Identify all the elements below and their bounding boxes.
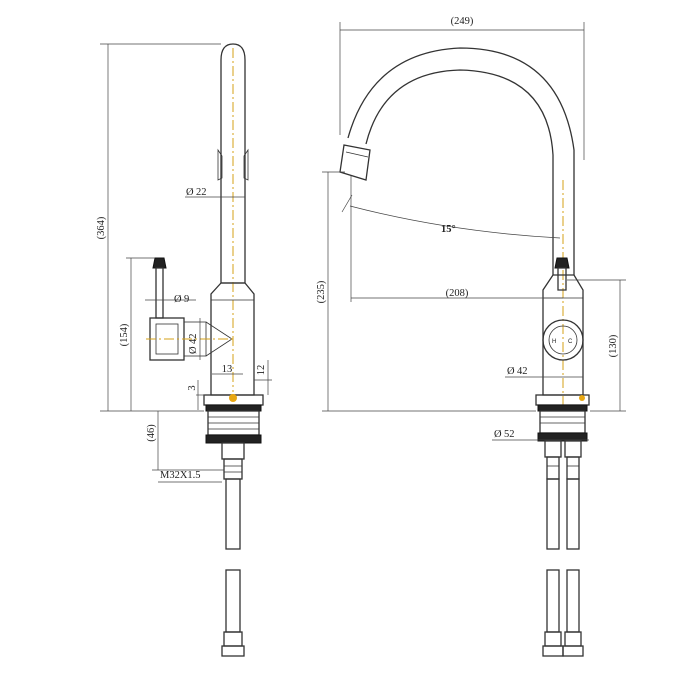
- label-body-diameter-right: 42: [517, 366, 528, 377]
- left-spout-clip-left: [217, 148, 223, 181]
- label-body-diameter-left: 42: [188, 334, 199, 345]
- right-front-view: H C (249) (235): [316, 16, 626, 657]
- right-spout-nozzle: [339, 144, 371, 181]
- label-hot: H: [552, 339, 556, 345]
- left-spout-tube: [220, 43, 246, 284]
- label-cold: C: [568, 339, 573, 345]
- label-angle: 15°: [441, 224, 456, 235]
- label-base-diameter: 52: [504, 429, 515, 440]
- right-spout-arc-inner: [365, 69, 554, 275]
- right-knob-outer: [542, 319, 584, 361]
- label-handle-stem-diameter: 9: [184, 294, 189, 305]
- label-overall-width: (249): [451, 16, 474, 27]
- label-dim-3: 3: [187, 385, 198, 390]
- label-diameter-symbol-42-right: Ø: [507, 366, 515, 377]
- label-spout-height: (235): [316, 280, 327, 303]
- right-centerline-marker: [579, 395, 585, 401]
- label-handle-height: (154): [119, 323, 130, 346]
- dim-arc-angle: [349, 205, 561, 239]
- left-handle-stem: [155, 267, 164, 319]
- label-diameter-symbol-52: Ø: [494, 429, 502, 440]
- left-hose-lower: [225, 569, 241, 633]
- left-hose: [225, 478, 241, 550]
- left-spout-clip-right: [243, 148, 249, 181]
- label-diameter-symbol-42-left: Ø: [188, 346, 199, 354]
- left-handle-tip: [152, 257, 167, 269]
- label-diameter-symbol-9: Ø: [174, 294, 182, 305]
- right-spout-arc-outer: [347, 47, 575, 275]
- right-hose-hot: [546, 478, 560, 550]
- label-diameter-symbol-22: Ø: [186, 187, 194, 198]
- left-centerline-marker: [229, 394, 237, 402]
- label-dim-12: 12: [256, 365, 267, 376]
- right-hose-cold: [566, 478, 580, 550]
- right-knob-inner: [548, 325, 578, 355]
- label-dim-13: 13: [222, 364, 233, 375]
- label-thread: M32X1.5: [160, 470, 201, 481]
- label-spout-diameter: 22: [196, 187, 207, 198]
- label-base-height: (46): [146, 424, 157, 442]
- label-spout-reach: (208): [446, 288, 469, 299]
- label-handle-height-right: (130): [608, 334, 619, 357]
- right-handle-tip: [554, 257, 570, 269]
- left-side-view: (364) (154) (46) M32X1.5 Ø 22 Ø 9 Ø 42 1…: [96, 43, 272, 657]
- label-overall-height: (364): [96, 216, 107, 239]
